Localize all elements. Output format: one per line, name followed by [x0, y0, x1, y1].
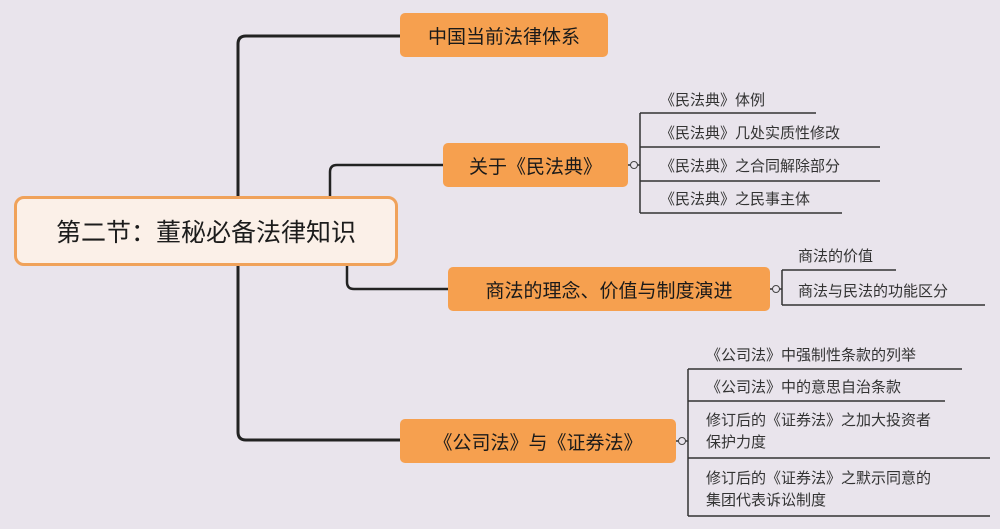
subtopic-class-action[interactable]: 修订后的《证券法》之默示同意的 集团代表诉讼制度 — [706, 469, 932, 509]
trunk-upper — [236, 34, 402, 198]
subtopic-civil-code-subjects[interactable]: 《民法典》之民事主体 — [660, 190, 811, 208]
branch-minfadian-link — [328, 163, 445, 198]
subtopic-commercial-civil-diff[interactable]: 商法与民法的功能区分 — [798, 282, 949, 300]
branch-label: 商法的理念、价值与制度演进 — [485, 279, 733, 302]
branch-label: 关于《民法典》 — [468, 155, 602, 178]
collapse-toggle-icon[interactable] — [772, 285, 780, 293]
subtopic-civil-code-structure[interactable]: 《民法典》体例 — [660, 91, 766, 109]
collapse-toggle-icon[interactable] — [630, 161, 638, 169]
subtopic-investor-protection[interactable]: 修订后的《证券法》之加大投资者 保护力度 — [706, 411, 932, 451]
subtopic-commercial-value[interactable]: 商法的价值 — [798, 247, 874, 265]
subtopic-autonomy-clauses[interactable]: 《公司法》中的意思自治条款 — [706, 378, 902, 396]
branch-commercial-law[interactable]: 商法的理念、价值与制度演进 — [448, 267, 770, 311]
subtopic-mandatory-clauses[interactable]: 《公司法》中强制性条款的列举 — [706, 346, 917, 364]
root-topic[interactable]: 第二节：董秘必备法律知识 — [14, 196, 398, 266]
subtopic-civil-code-contract[interactable]: 《民法典》之合同解除部分 — [660, 157, 841, 175]
subtopic-civil-code-changes[interactable]: 《民法典》几处实质性修改 — [660, 124, 841, 142]
trunk-lower — [236, 264, 402, 442]
branch-civil-code[interactable]: 关于《民法典》 — [443, 143, 628, 187]
branch-label: 中国当前法律体系 — [427, 25, 580, 48]
branch-company-securities-law[interactable]: 《公司法》与《证券法》 — [400, 419, 676, 463]
branch-shangfa-link — [345, 229, 450, 291]
root-topic-label: 第二节：董秘必备法律知识 — [55, 218, 356, 247]
branch-label: 《公司法》与《证券法》 — [433, 431, 643, 454]
branch-legal-system[interactable]: 中国当前法律体系 — [400, 13, 608, 57]
collapse-toggle-icon[interactable] — [678, 437, 686, 445]
